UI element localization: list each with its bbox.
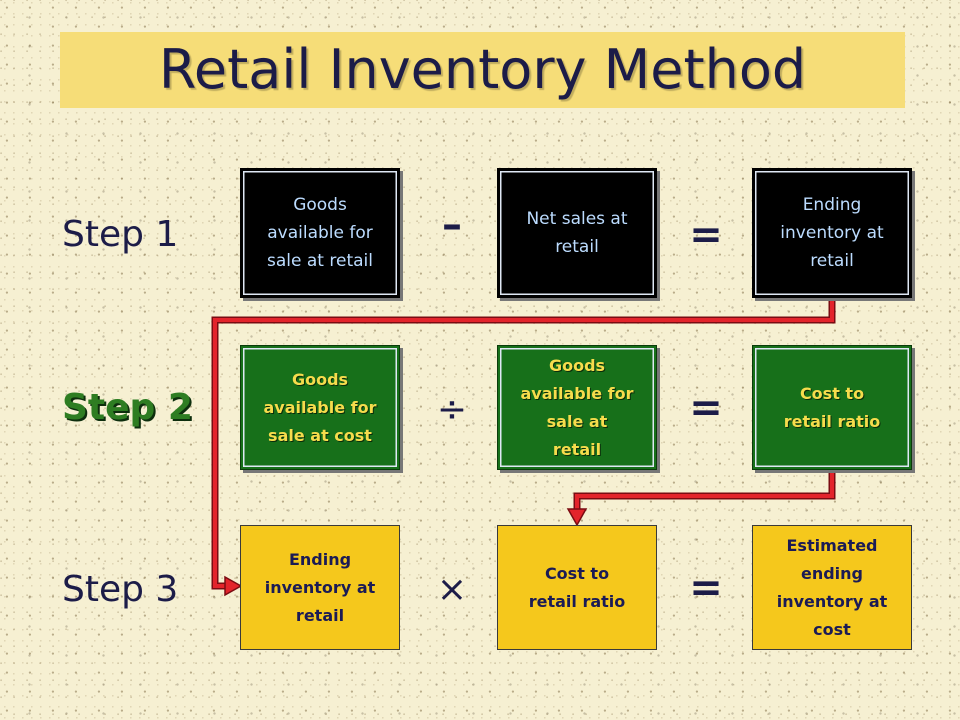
step-1-result-box: Ending inventory at retail [752,168,912,298]
step-2-equals-operator: = [689,385,723,431]
step-1-operand-b-box: Net sales at retail [497,168,657,298]
step-3-multiply-operator: × [436,569,468,610]
step-2-operand-b-box: Goods available for sale at retail [497,345,657,470]
page-title: Retail Inventory Method [158,38,807,101]
arrow-cost-ratio-to-step3 [575,470,834,511]
step-2-result-text: Cost to retail ratio [783,383,881,431]
step-3-equals-operator: = [689,565,723,611]
step-3-operand-a-text: Ending inventory at retail [264,549,376,625]
step-3-operand-b-box: Cost to retail ratio [497,525,657,650]
arrowhead-cost-ratio [566,508,588,527]
step-2-operand-a-box: Goods available for sale at cost [240,345,400,470]
step-1-operand-a-box: Goods available for sale at retail [240,168,400,298]
step-3-result-text: Estimated ending inventory at cost [776,535,888,639]
step-3-label: Step 3 [62,569,179,610]
step-1-result-text: Ending inventory at retail [780,195,884,271]
title-banner: Retail Inventory Method [60,32,905,108]
step-3-operand-b-text: Cost to retail ratio [528,563,626,611]
step-2-operand-b-text: Goods available for sale at retail [520,355,634,459]
step-3-result-box: Estimated ending inventory at cost [752,525,912,650]
step-1-label: Step 1 [62,214,179,255]
step-2-label: Step 2 [62,387,193,428]
step-1-equals-operator: = [689,212,723,258]
step-2-divide-operator: ÷ [436,389,468,430]
arrow-cost-ratio-to-step3-outline [573,470,836,511]
step-1-operand-b-text: Net sales at retail [526,209,628,257]
step-1-operand-a-text: Goods available for sale at retail [267,195,373,271]
step-2-operand-a-text: Goods available for sale at cost [263,369,377,445]
step-3-operand-a-box: Ending inventory at retail [240,525,400,650]
step-1-minus-operator: – [442,202,462,248]
step-2-result-box: Cost to retail ratio [752,345,912,470]
